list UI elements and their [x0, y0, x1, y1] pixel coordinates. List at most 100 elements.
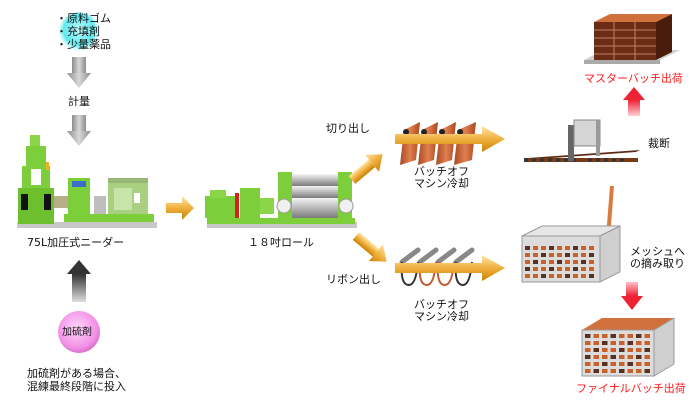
- roll-label: １８吋ロール: [248, 236, 314, 249]
- mesh-cell: [557, 246, 562, 250]
- material-item: ・充填剤: [56, 25, 100, 38]
- mesh-cell: [636, 369, 642, 373]
- mesh-cell: [619, 341, 625, 345]
- mesh-cell: [602, 341, 608, 345]
- mesh-cell: [589, 274, 594, 278]
- mesh-cell: [557, 274, 562, 278]
- mesh-cell: [644, 334, 650, 338]
- mesh-cell: [619, 362, 625, 366]
- mesh-cell: [636, 355, 642, 359]
- mesh-cell: [549, 267, 554, 271]
- mesh-cell: [610, 348, 616, 352]
- mesh-cell: [593, 355, 599, 359]
- material-item: ・原料ゴム: [56, 12, 111, 25]
- mesh-cell: [541, 267, 546, 271]
- mesh-cell: [565, 274, 570, 278]
- mesh-cell: [636, 362, 642, 366]
- arrow-up-icon: [67, 260, 91, 302]
- mesh-cell: [549, 274, 554, 278]
- mesh-cell: [573, 267, 578, 271]
- mesh-cell: [557, 260, 562, 264]
- mesh-cell: [602, 362, 608, 366]
- mesh-cell: [541, 246, 546, 250]
- arrow-right-icon: [166, 196, 194, 220]
- mesh-cell: [533, 274, 538, 278]
- mesh-cell: [610, 341, 616, 345]
- kneader-label: 75L加圧式ニーダー: [27, 236, 125, 249]
- mesh-cell: [636, 348, 642, 352]
- mesh-cell: [549, 260, 554, 264]
- master-batch-output-label: マスターバッチ出荷: [584, 72, 683, 85]
- mesh-cell: [581, 274, 586, 278]
- mesh-cell: [644, 348, 650, 352]
- cut-out-label: 切り出し: [326, 122, 370, 135]
- mesh-cell: [549, 253, 554, 257]
- mesh-cell: [581, 246, 586, 250]
- mesh-cell: [565, 260, 570, 264]
- arrow-up-icon: [623, 87, 645, 116]
- mesh-cell: [619, 348, 625, 352]
- mesh-cell: [619, 355, 625, 359]
- mesh-cell: [589, 260, 594, 264]
- mesh-cell: [627, 334, 633, 338]
- mesh-cell: [557, 253, 562, 257]
- mesh-cell: [589, 253, 594, 257]
- mesh-cell: [585, 362, 591, 366]
- mesh-cell: [619, 334, 625, 338]
- top-cooling-line2: マシン冷却: [414, 177, 469, 190]
- mesh-cell: [627, 355, 633, 359]
- arrow-up-right-icon: [348, 154, 383, 184]
- mesh-cell: [585, 355, 591, 359]
- top-cooling-line1: バッチオフ: [414, 165, 469, 178]
- mesh-cell: [602, 355, 608, 359]
- arrow-right-icon: [395, 255, 505, 281]
- mesh-cell: [525, 246, 530, 250]
- mesh-cell: [627, 348, 633, 352]
- mesh-cell: [610, 369, 616, 373]
- mesh-cell: [565, 246, 570, 250]
- cutter-machine-icon: [524, 119, 640, 162]
- mesh-cell: [573, 253, 578, 257]
- mesh-cell: [585, 348, 591, 352]
- mesh-label-line2: の摘み取り: [630, 257, 685, 270]
- mesh-cell: [610, 355, 616, 359]
- mesh-cell: [525, 253, 530, 257]
- mesh-cell: [565, 253, 570, 257]
- mesh-cell: [602, 348, 608, 352]
- mesh-cell: [549, 246, 554, 250]
- mesh-cell: [627, 369, 633, 373]
- mesh-cell: [589, 267, 594, 271]
- bottom-cooling-line1: バッチオフ: [414, 298, 469, 311]
- final-batch-crate-icon: [581, 317, 675, 377]
- mesh-cell: [585, 369, 591, 373]
- mesh-cell: [565, 267, 570, 271]
- mesh-cell: [525, 260, 530, 264]
- mesh-cell: [525, 274, 530, 278]
- material-item: ・少量薬品: [56, 38, 111, 51]
- mesh-label-line1: メッシュへ: [630, 245, 685, 258]
- arrow-down-right-icon: [352, 232, 387, 262]
- mesh-cell: [533, 253, 538, 257]
- vulcanizer-note-line1: 加硫剤がある場合、: [27, 367, 126, 380]
- final-batch-output-label: ファイナルバッチ出荷: [576, 382, 686, 395]
- mesh-cell: [585, 334, 591, 338]
- mesh-cell: [525, 267, 530, 271]
- mesh-cell: [541, 260, 546, 264]
- mesh-basket-icon: [521, 225, 621, 283]
- vulcanizer-note-line2: 混練最終段階に投入: [27, 380, 126, 393]
- weighing-label: 計量: [68, 95, 90, 108]
- mesh-cell: [541, 253, 546, 257]
- roll-machine-icon: [205, 172, 357, 228]
- mesh-cell: [636, 334, 642, 338]
- mesh-cell: [636, 341, 642, 345]
- arrow-right-icon: [395, 126, 505, 152]
- mesh-cell: [589, 246, 594, 250]
- mesh-cell: [533, 246, 538, 250]
- arrow-down-icon: [67, 115, 91, 146]
- materials-ball-icon: [59, 12, 99, 52]
- master-batch-pallet-icon: [584, 14, 680, 64]
- mesh-cell: [593, 348, 599, 352]
- mesh-cell: [573, 246, 578, 250]
- mesh-cell: [581, 267, 586, 271]
